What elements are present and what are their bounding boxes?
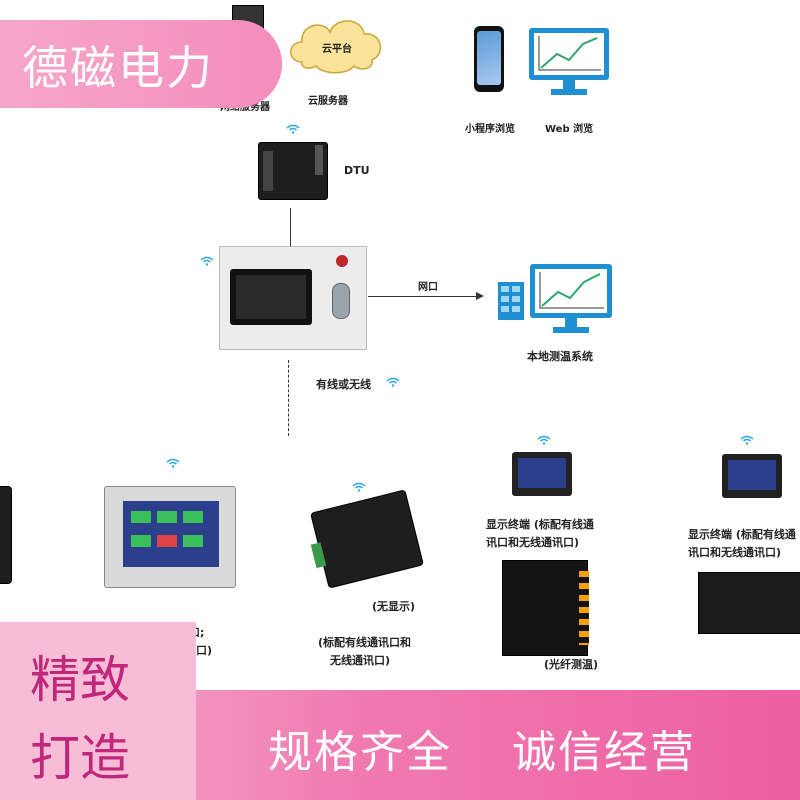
local-system-caption: 本地测温系统 [527,350,593,363]
fiber-unit [502,560,589,656]
web-monitor-icon [529,28,609,95]
slogan-left-1: 精致 [30,651,130,709]
arrow-head [476,292,484,300]
cloud-server-caption: 云服务器 [308,96,348,107]
display-terminal-2 [722,454,782,498]
mini-program-caption: 小程序浏览 [465,124,515,135]
host-to-local-link [368,296,476,297]
wifi-icon [740,435,754,445]
alarm-light [336,255,348,267]
dashed-link [288,360,289,436]
display2-line1: 显示终端 (标配有线通 [688,528,796,541]
cabinet-lock [332,283,350,319]
slogan-right-2: 诚信经营 [512,727,696,778]
host-cabinet [219,246,367,350]
gateway-caption: 网络服务器 [220,102,270,113]
display1-line1: 显示终端 (标配有线通 [486,518,594,531]
phone-icon [474,26,504,92]
local-monitor-icon [530,264,612,333]
cloud-label: 云平台 [322,44,352,55]
device2-partial-text2: 口) [196,644,213,657]
wifi-icon [200,256,214,266]
wifi-icon [286,124,300,134]
slogan-right: 规格齐全 诚信经营 [268,716,696,780]
cloud-icon [290,20,382,74]
fiber-label: (光纤测温) [544,658,599,671]
dtu-device [258,142,328,200]
port-label: 网口 [418,282,438,293]
no-display-note-2: 无线通讯口) [330,654,391,667]
no-display-label: (无显示) [372,600,416,613]
dtu-host-link [290,208,291,246]
wifi-icon [537,435,551,445]
web-caption: Web 浏览 [545,124,594,135]
collector-unit [698,572,800,634]
no-display-module [310,489,424,589]
partial-device-left [0,486,12,584]
server-rack-icon [498,282,524,320]
display-terminal-1 [512,452,572,496]
no-display-note-1: (标配有线通讯口和 [318,636,412,649]
wired-wireless-label: 有线或无线 [316,378,371,391]
display2-line2: 讯口和无线通讯口) [688,546,782,559]
host-screen [230,269,312,325]
brand-banner: 德磁电力 [0,20,282,108]
wifi-icon [352,482,366,492]
slogan-left-2: 打造 [30,729,130,787]
display1-line2: 讯口和无线通讯口) [486,536,580,549]
display-terminal-large [104,486,236,588]
dtu-label: DTU [344,164,370,177]
brand-name: 德磁电力 [22,41,214,95]
promo-left-block: 精致 打造 [0,622,196,800]
wifi-icon [386,377,400,387]
slogan-right-1: 规格齐全 [268,727,452,778]
wifi-icon [166,458,180,468]
